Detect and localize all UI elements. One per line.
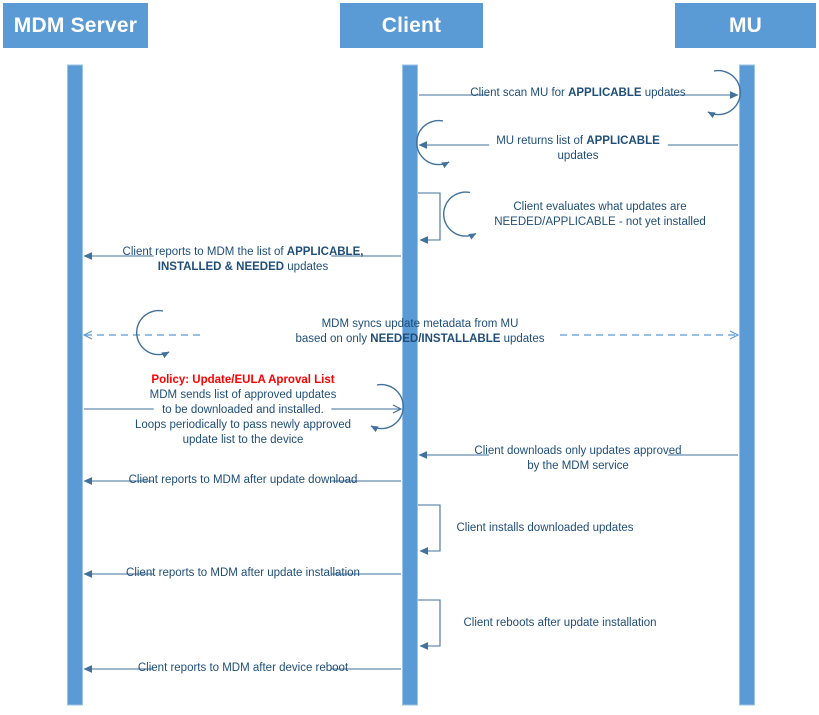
policy-label: Policy: Update/EULA Aproval List [151,374,335,386]
message-line: MDM sends list of approved updates [149,389,337,401]
message-line: Client reports to MDM after device reboo… [137,662,349,674]
messages-group [84,69,742,673]
actor-label-client: Client [381,13,442,37]
message-line: based on only NEEDED/INSTALLABLE updates [295,333,545,345]
message-label-m11: Client reboots after update installation [430,616,690,631]
message-line: Client reboots after update installation [463,617,657,629]
message-line: Client reports to MDM the list of APPLIC… [122,246,364,258]
message-m6[interactable] [84,383,405,433]
message-line: MDM syncs update metadata from MU [321,318,519,330]
message-m9[interactable] [418,504,441,555]
loop-indicator-icon [442,191,477,240]
message-line: update list to the device [182,434,304,446]
actor-box-mu[interactable]: MU [675,3,816,48]
message-line: Client reports to MDM after update insta… [126,567,360,579]
actor-label-mu: MU [728,13,763,37]
message-line: INSTALLED & NEEDED updates [157,261,329,273]
message-line: updates [557,150,599,162]
loop-indicator-icon [135,309,170,359]
message-label-m4: Client reports to MDM the list of APPLIC… [93,245,393,275]
message-line: Client reports to MDM after update downl… [128,474,358,486]
message-line: Client installs downloaded updates [456,522,634,534]
lifelines-group [67,64,755,706]
message-label-m9: Client installs downloaded updates [420,521,670,536]
lifeline-client [402,64,418,706]
loop-indicator-icon [370,383,405,433]
message-line: Client scan MU for APPLICABLE updates [470,87,686,99]
message-label-m10: Client reports to MDM after update insta… [93,566,393,581]
message-line: by the MDM service [527,460,629,472]
message-m11[interactable] [418,599,441,650]
loop-indicator-icon [415,119,450,169]
message-label-m2: MU returns list of APPLICABLE updates [453,134,703,164]
message-line: MU returns list of APPLICABLE [496,135,660,147]
message-m3[interactable] [418,191,477,244]
actor-box-mdm[interactable]: MDM Server [3,3,148,48]
message-line: Client downloads only updates approved [474,445,682,457]
message-line: Client evaluates what updates are [513,201,687,213]
message-line: Loops periodically to pass newly approve… [134,419,352,431]
message-label-m7: Client downloads only updates approved by… [433,444,723,474]
lifeline-mu [739,64,755,706]
actor-label-mdm: MDM Server [13,13,138,37]
lifeline-mdm [67,64,83,706]
loop-indicator-icon [707,69,742,119]
message-line: to be downloaded and installed. [162,404,324,416]
message-label-m12: Client reports to MDM after device reboo… [93,661,393,676]
message-m1[interactable] [419,69,742,119]
message-label-m5: MDM syncs update metadata from MU based o… [250,317,590,347]
message-label-m1: Client scan MU for APPLICABLE updates [433,86,723,101]
message-m5[interactable] [84,309,738,359]
message-m2[interactable] [415,119,738,169]
actor-box-client[interactable]: Client [340,3,483,48]
message-label-m8: Client reports to MDM after update downl… [93,473,393,488]
message-line: NEEDED/APPLICABLE - not yet installed [494,216,706,228]
